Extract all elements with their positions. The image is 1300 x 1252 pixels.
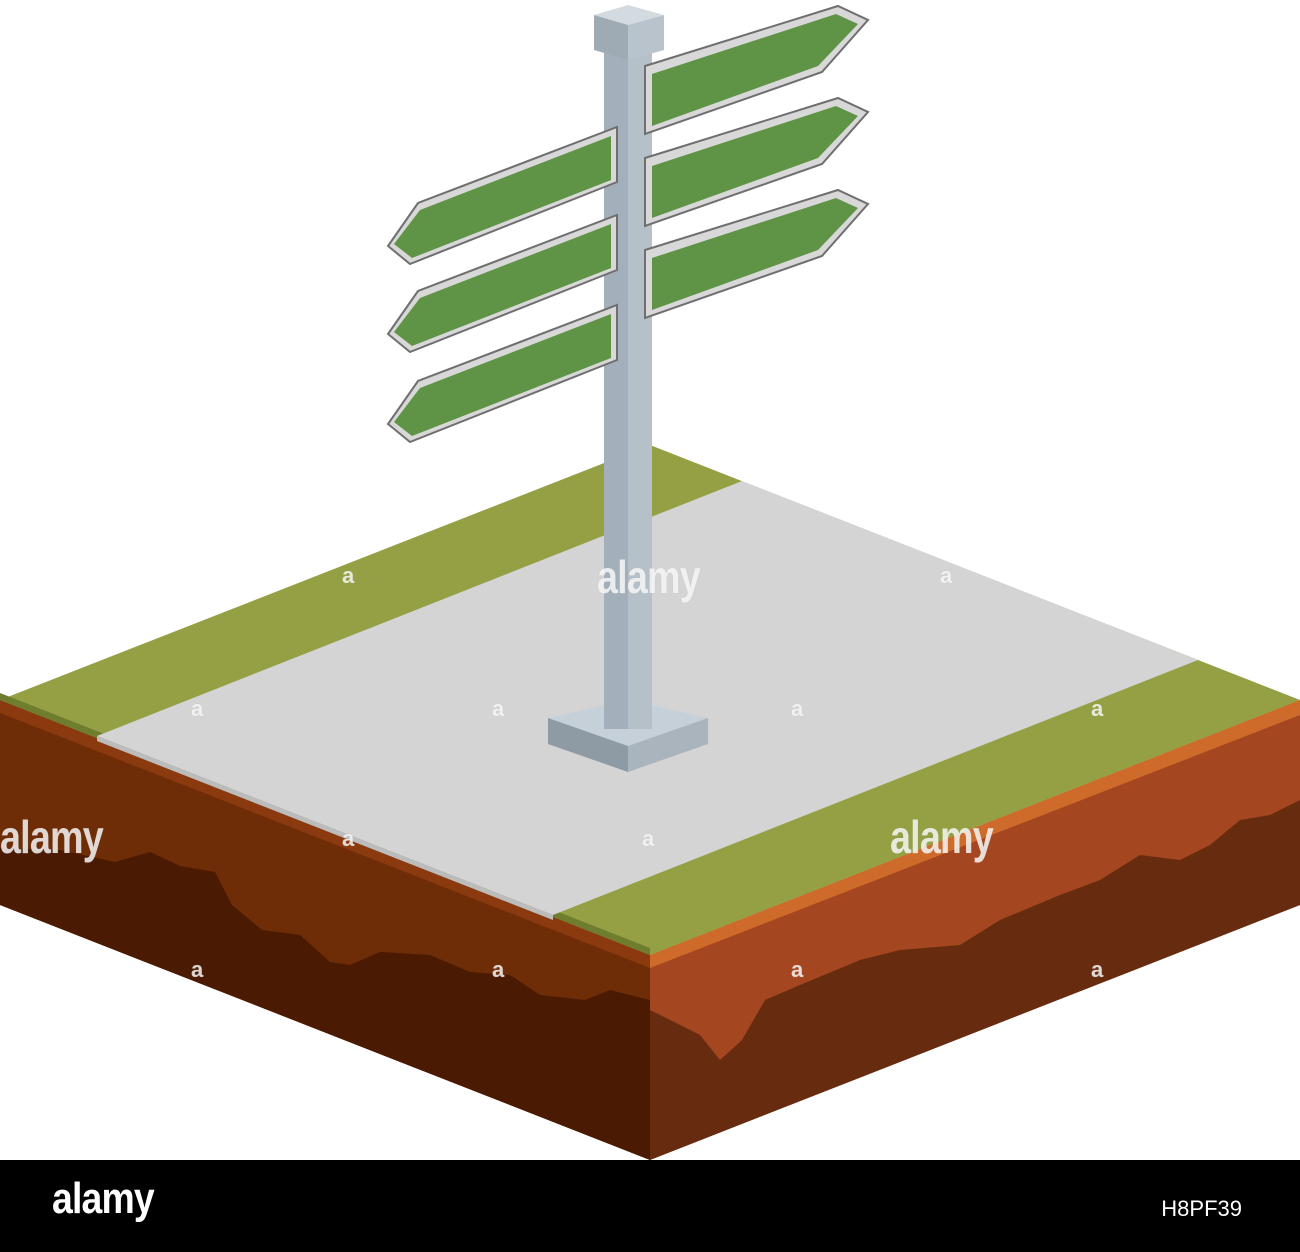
pole-shaft-right bbox=[628, 45, 652, 729]
sign-right-3 bbox=[644, 188, 870, 320]
pole-cap-left bbox=[594, 15, 628, 60]
soil-top-left-stripe bbox=[0, 700, 650, 968]
image-id-label: H8PF39 bbox=[1161, 1196, 1242, 1221]
footer-bar: alamy H8PF39 bbox=[0, 1160, 1300, 1252]
sign-left-2 bbox=[386, 213, 618, 354]
sign-right-2 bbox=[644, 96, 870, 228]
soil-right-dark-layer bbox=[650, 800, 1300, 1160]
sign-left-1 bbox=[386, 125, 618, 266]
pole-cap-right bbox=[628, 15, 664, 60]
pole-base-left bbox=[548, 718, 628, 772]
sign-right-1 bbox=[644, 4, 870, 136]
pole-base-right bbox=[628, 718, 708, 772]
isometric-scene bbox=[0, 4, 1300, 1160]
sign-left-3 bbox=[386, 303, 618, 444]
pavement-edge bbox=[97, 736, 553, 920]
soil-left-dark-layer bbox=[0, 848, 650, 1160]
pole-cap-top bbox=[594, 5, 664, 25]
soil-top-right-stripe bbox=[650, 700, 1300, 968]
footer-logo: alamy bbox=[52, 1174, 155, 1223]
